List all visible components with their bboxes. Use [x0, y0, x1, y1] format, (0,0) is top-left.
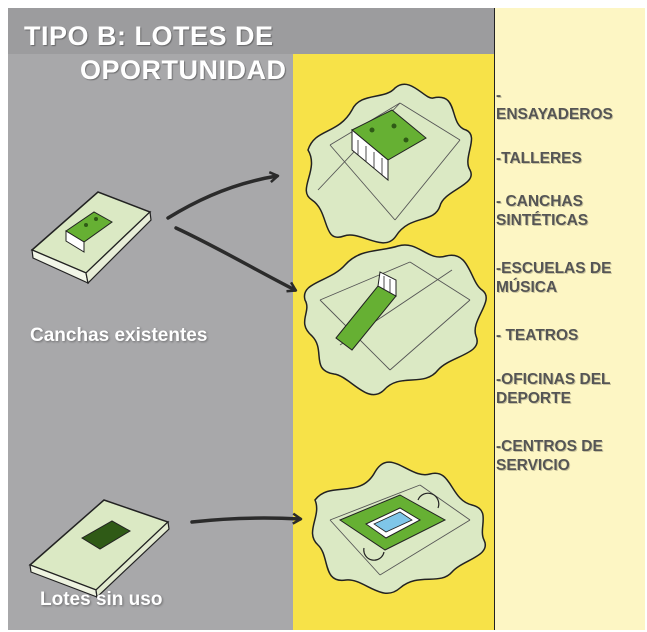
use-item-escuelas: -ESCUELAS DE MÚSICA	[496, 260, 612, 296]
use-item-canchas: - CANCHAS SINTÉTICAS	[496, 193, 589, 229]
caption-unused-lots: Lotes sin uso	[40, 589, 163, 610]
title-line-1: TIPO B: LOTES DE	[24, 21, 274, 51]
transformed-lot-2-icon	[303, 244, 487, 396]
unused-lot-icon	[28, 499, 170, 599]
transformed-lot-1-icon	[305, 83, 473, 244]
use-item-talleres: -TALLERES	[496, 150, 582, 167]
right-panel	[494, 8, 645, 630]
use-item-teatros: - TEATROS	[496, 327, 579, 344]
caption-existing-courts: Canchas existentes	[30, 325, 208, 346]
arrow-icon	[166, 176, 300, 522]
transformed-lot-3-icon	[311, 461, 487, 594]
use-item-ensayaderos: - ENSAYADEROS	[496, 87, 613, 123]
use-item-centros: -CENTROS DE SERVICIO	[496, 438, 603, 474]
title-band	[8, 8, 494, 54]
title-line-2: OPORTUNIDAD	[80, 55, 287, 85]
existing-court-lot-icon	[30, 191, 152, 285]
use-item-oficinas: -OFICINAS DEL DEPORTE	[496, 371, 611, 407]
